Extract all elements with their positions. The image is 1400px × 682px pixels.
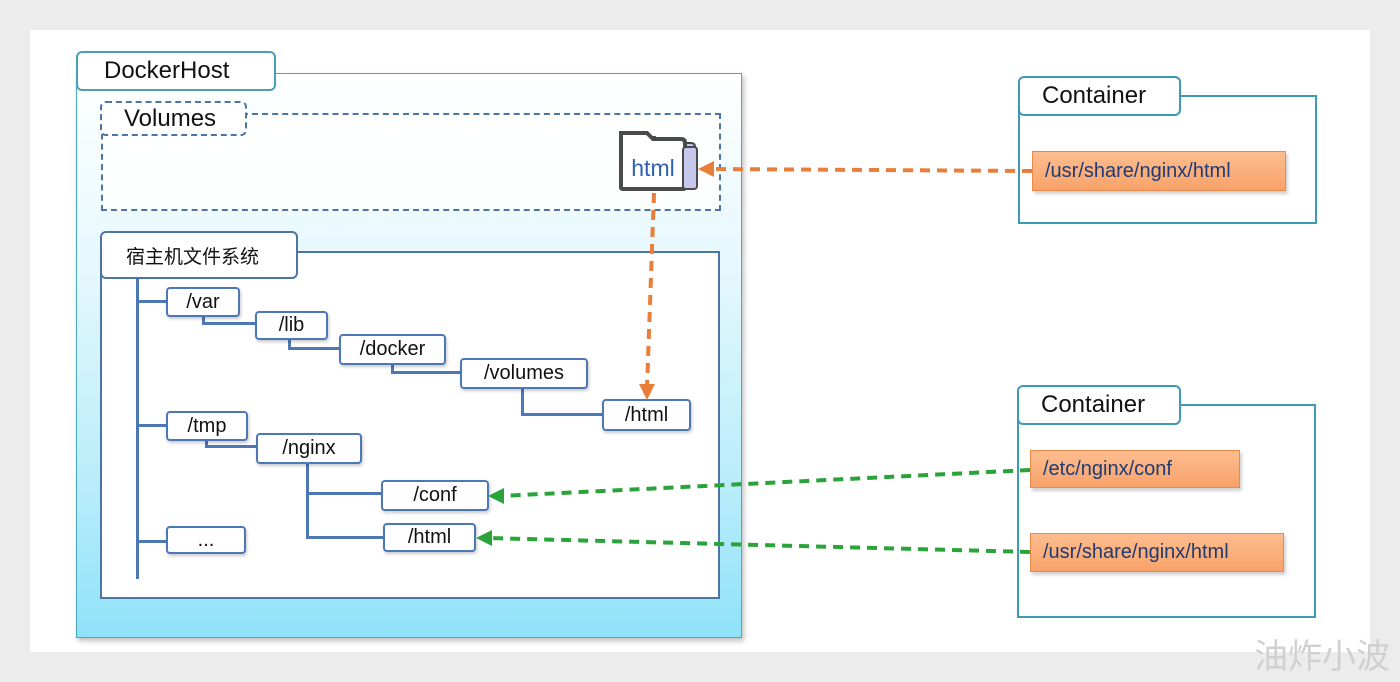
arrow-orange-container-to-volume xyxy=(711,167,1033,173)
node-volumes[interactable]: /volumes xyxy=(460,358,588,389)
tree-branch-var xyxy=(136,300,166,303)
tree-branch-more xyxy=(136,540,166,543)
container-bottom-conf-path[interactable]: /etc/nginx/conf xyxy=(1030,450,1240,488)
tree-line-nginx-children xyxy=(306,461,309,539)
container-bottom-title: Container xyxy=(1017,385,1181,425)
node-more[interactable]: ... xyxy=(166,526,246,554)
tree-branch-tmp xyxy=(136,424,166,427)
tree-line-var-lib-h xyxy=(202,322,256,325)
folder-icon xyxy=(619,131,698,191)
container-bottom-box xyxy=(1017,404,1316,618)
tree-line-nginx-html xyxy=(306,536,384,539)
tree-line-nginx-conf xyxy=(306,492,382,495)
volumes-title: Volumes xyxy=(100,101,247,136)
node-nginx-html[interactable]: /html xyxy=(383,523,476,552)
node-docker[interactable]: /docker xyxy=(339,334,446,365)
container-bottom-html-path[interactable]: /usr/share/nginx/html xyxy=(1030,533,1284,572)
node-tmp[interactable]: /tmp xyxy=(166,411,248,441)
folder-label: html xyxy=(631,154,675,181)
tree-line-tmp-nginx xyxy=(205,436,208,448)
watermark-text: 油炸小波 xyxy=(1254,637,1390,677)
node-var[interactable]: /var xyxy=(166,287,240,317)
tree-line-tmp-nginx-h xyxy=(205,445,257,448)
tree-line-var-lib xyxy=(202,313,205,325)
tree-line-volumes-html xyxy=(521,386,524,416)
tree-line-volumes-html-h xyxy=(521,413,603,416)
host-filesystem-title: 宿主机文件系统 xyxy=(100,231,298,279)
node-lib[interactable]: /lib xyxy=(255,311,328,340)
node-volumes-html[interactable]: /html xyxy=(602,399,691,431)
container-top-path[interactable]: /usr/share/nginx/html xyxy=(1032,151,1286,191)
container-top-title: Container xyxy=(1018,76,1181,116)
tree-trunk-line xyxy=(136,279,139,579)
tree-line-lib-docker-h xyxy=(288,347,340,350)
tree-line-docker-volumes-h xyxy=(391,371,461,374)
node-conf[interactable]: /conf xyxy=(381,480,489,511)
diagram-canvas: DockerHost Volumes html 宿主机文件系统 /var /li… xyxy=(30,30,1370,652)
tree-line-docker-volumes xyxy=(391,362,394,374)
tree-line-lib-docker xyxy=(288,337,291,350)
dockerhost-title: DockerHost xyxy=(76,51,276,91)
node-nginx[interactable]: /nginx xyxy=(256,433,362,464)
